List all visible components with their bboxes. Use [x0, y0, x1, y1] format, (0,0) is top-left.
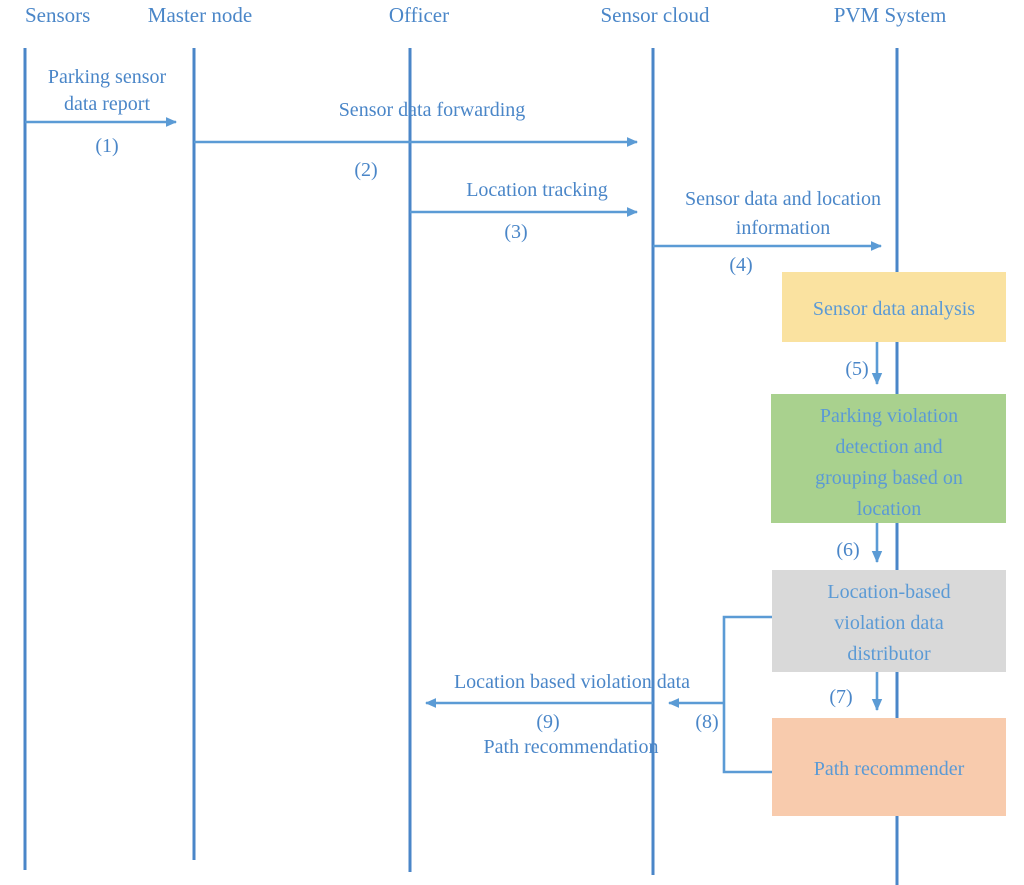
activity-box-path-recommender [772, 718, 1006, 816]
activity-label-violation-distributor-line2: violation data [834, 612, 944, 634]
connector-recommender-to-bus [722, 703, 772, 774]
activity-label-violation-detection-line4: location [857, 498, 921, 520]
activity-label-path-recommender: Path recommender [814, 758, 965, 780]
message-number-8: (8) [695, 711, 718, 733]
message-label-4-line2: information [736, 217, 830, 239]
message-number-2: (2) [354, 159, 377, 181]
message-label-1-line2: data report [64, 93, 151, 115]
activity-label-violation-detection-line1: Parking violation [820, 405, 958, 427]
connector-distributor-to-bus [722, 615, 772, 703]
message-number-5: (5) [845, 358, 868, 380]
activity-box-violation-distributor [772, 570, 1006, 672]
message-number-4: (4) [729, 254, 752, 276]
activity-label-violation-distributor-line3: distributor [847, 643, 931, 665]
activity-label-violation-detection-line3: grouping based on [815, 467, 963, 489]
activity-label-violation-distributor-line1: Location-based [827, 581, 950, 603]
message-label-4-line1: Sensor data and location [685, 188, 881, 210]
message-number-1: (1) [95, 135, 118, 157]
message-number-6: (6) [836, 539, 859, 561]
lifeline-label-officer: Officer [389, 3, 449, 27]
activity-label-violation-detection-line2: detection and [835, 436, 942, 458]
message-label-9: Path recommendation [484, 736, 659, 758]
lifeline-label-master-node: Master node [148, 3, 252, 27]
lifeline-label-sensor-cloud: Sensor cloud [600, 3, 710, 27]
activity-label-sensor-data-analysis: Sensor data analysis [813, 298, 975, 320]
message-number-9: (9) [536, 711, 559, 733]
message-label-1-line1: Parking sensor [48, 66, 167, 88]
message-number-3: (3) [504, 221, 527, 243]
lifeline-label-pvm-system: PVM System [834, 3, 947, 27]
activity-box-sensor-data-analysis [782, 272, 1006, 342]
lifeline-label-sensors: Sensors [25, 3, 90, 27]
message-label-2: Sensor data forwarding [339, 99, 526, 121]
activity-box-violation-detection [771, 394, 1006, 523]
message-label-8: Location based violation data [454, 671, 690, 693]
message-number-7: (7) [829, 686, 852, 708]
message-label-3: Location tracking [466, 179, 608, 201]
